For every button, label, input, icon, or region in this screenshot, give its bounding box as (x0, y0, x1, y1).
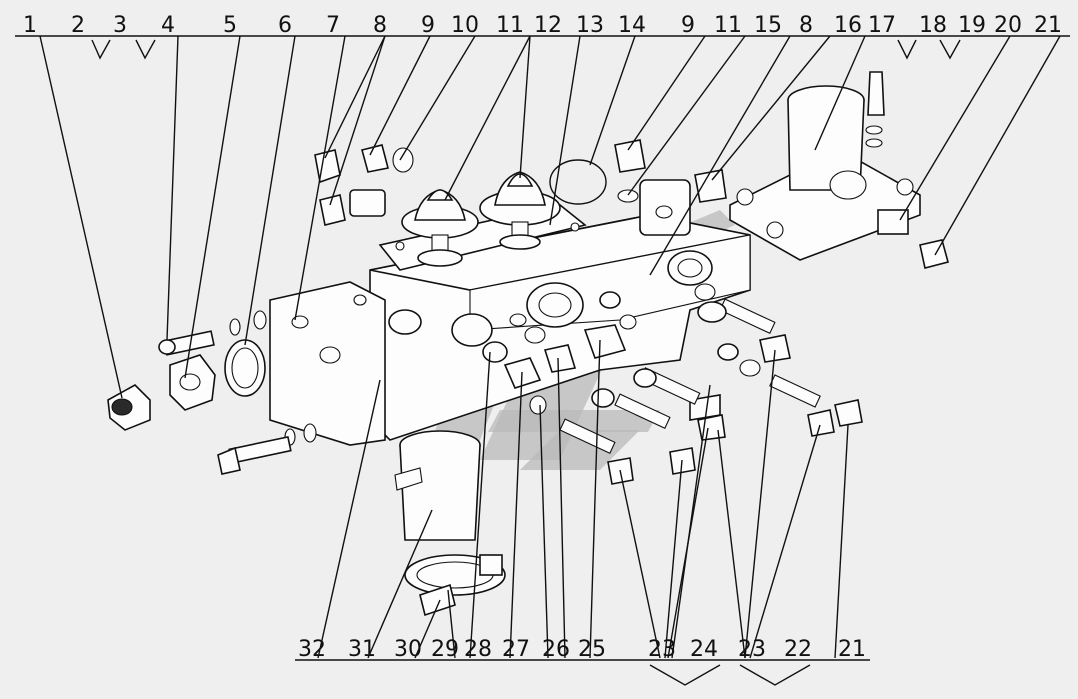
outlet-elbow (729, 71, 949, 269)
bottom-callout-3: 29 (431, 637, 459, 662)
lower-pipe-assembly (394, 430, 506, 617)
top-callout-18: 16 (834, 13, 862, 38)
top-callout-12: 13 (576, 13, 604, 38)
plug-9-right (614, 139, 646, 203)
bolts-right (559, 283, 863, 485)
bolt-4 (158, 330, 215, 356)
thermostat-housing (369, 179, 751, 441)
bottom-callout-2: 30 (394, 637, 422, 662)
plug-1 (107, 384, 151, 431)
top-callout-21: 19 (958, 13, 986, 38)
top-callout-4: 5 (223, 13, 237, 38)
top-callout-1: 2 (71, 13, 85, 38)
bottom-callout-8: 23 (648, 637, 676, 662)
bottom-callout-4: 28 (464, 637, 492, 662)
top-callout-7: 8 (373, 13, 387, 38)
top-callout-14: 9 (681, 13, 695, 38)
bottom-callout-0: 32 (298, 637, 326, 662)
top-callout-15: 11 (714, 13, 742, 38)
fitting-5 (169, 354, 216, 411)
top-callout-5: 6 (278, 13, 292, 38)
o-ring-6 (224, 339, 266, 397)
bottom-callout-1: 31 (348, 637, 376, 662)
top-callout-22: 20 (994, 13, 1022, 38)
bottom-callout-11: 22 (784, 637, 812, 662)
thermostat-valve-left (401, 189, 479, 267)
plug-8-right (694, 169, 727, 203)
fittings-top-left (314, 144, 414, 226)
o-ring-large (549, 159, 607, 205)
top-callout-6: 7 (326, 13, 340, 38)
top-callout-13: 14 (618, 13, 646, 38)
top-callout-3: 4 (161, 13, 175, 38)
thermostat-valve-right (479, 171, 561, 250)
top-callout-11: 12 (534, 13, 562, 38)
bottom-callout-6: 26 (542, 637, 570, 662)
leader-lines (15, 35, 1070, 686)
top-callout-20: 18 (919, 13, 947, 38)
top-callout-0: 1 (23, 13, 37, 38)
top-callout-8: 9 (421, 13, 435, 38)
top-callout-16: 15 (754, 13, 782, 38)
bottom-callout-12: 21 (838, 637, 866, 662)
small-parts-middle (451, 313, 637, 415)
top-callout-23: 21 (1034, 13, 1062, 38)
bottom-callout-7: 25 (578, 637, 606, 662)
top-callout-2: 3 (113, 13, 127, 38)
bolt-left-lower (217, 435, 292, 475)
bottom-callout-10: 23 (738, 637, 766, 662)
top-callout-17: 8 (799, 13, 813, 38)
top-callout-10: 11 (496, 13, 524, 38)
top-callout-19: 17 (868, 13, 896, 38)
top-callout-9: 10 (451, 13, 479, 38)
bottom-callout-5: 27 (502, 637, 530, 662)
cover-plate-left (269, 281, 386, 446)
bottom-callout-9: 24 (690, 637, 718, 662)
